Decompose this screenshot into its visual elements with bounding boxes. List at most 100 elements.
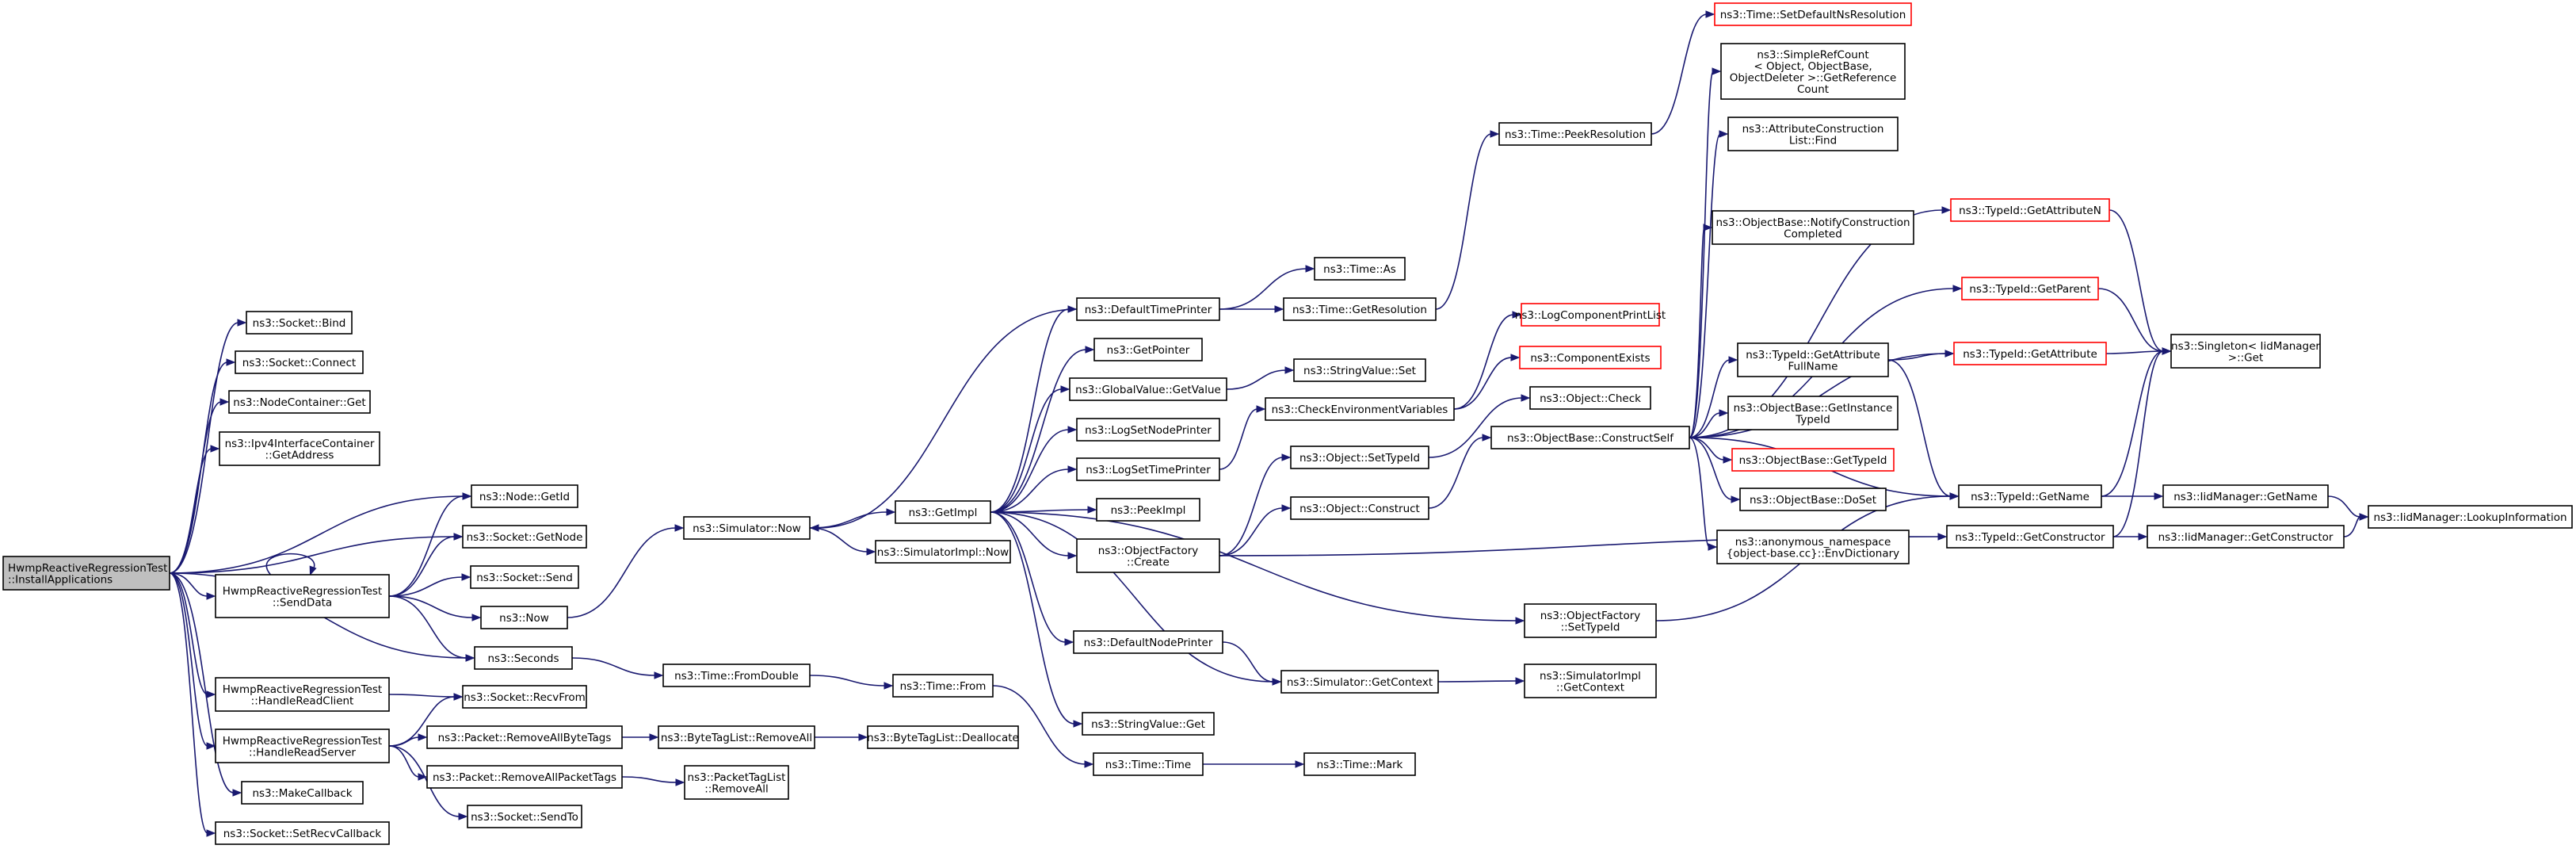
node-label: ::GetAddress xyxy=(265,449,334,461)
node-stringValueGet[interactable]: ns3::StringValue::Get xyxy=(1082,712,1215,736)
node-socketGetNode[interactable]: ns3::Socket::GetNode xyxy=(462,525,587,549)
node-checkEnvVars[interactable]: ns3::CheckEnvironmentVariables xyxy=(1265,397,1455,421)
node-logComponentPrintList[interactable]: ns3::LogComponentPrintList xyxy=(1515,303,1666,327)
node-logSetNodePrinter[interactable]: ns3::LogSetNodePrinter xyxy=(1076,418,1220,442)
edge-typeIdGetConstructor-singletonGet xyxy=(2112,347,2172,537)
node-globalValueGetValue[interactable]: ns3::GlobalValue::GetValue xyxy=(1069,377,1227,401)
node-objectFactorySetTypeId[interactable]: ns3::ObjectFactory::SetTypeId xyxy=(1524,603,1657,638)
node-byteTagListRemoveAll[interactable]: ns3::ByteTagList::RemoveAll xyxy=(658,725,815,749)
edge-root-makeCallback xyxy=(169,572,242,797)
node-defaultNodePrinter[interactable]: ns3::DefaultNodePrinter xyxy=(1073,630,1223,654)
node-socketBind[interactable]: ns3::Socket::Bind xyxy=(246,311,353,335)
node-box xyxy=(683,516,811,540)
node-simImplGetContext[interactable]: ns3::SimulatorImpl::GetContext xyxy=(1524,664,1657,698)
node-packetTagListRemoveAll[interactable]: ns3::PacketTagList::RemoveAll xyxy=(684,765,789,800)
node-socketSend[interactable]: ns3::Socket::Send xyxy=(470,565,579,589)
node-typeIdGetName[interactable]: ns3::TypeId::GetName xyxy=(1958,484,2102,508)
node-packetRemoveAllByteTags[interactable]: ns3::Packet::RemoveAllByteTags xyxy=(426,725,623,749)
node-label: ns3::ObjectFactory xyxy=(1540,610,1641,622)
node-byteTagListDeallocate[interactable]: ns3::ByteTagList::Deallocate xyxy=(867,725,1019,749)
node-setRecvCallback[interactable]: ns3::Socket::SetRecvCallback xyxy=(215,821,390,845)
arrow-head xyxy=(1705,10,1715,18)
node-nodeGetId[interactable]: ns3::Node::GetId xyxy=(471,484,578,508)
edge-line xyxy=(571,657,656,676)
node-objectBaseGetTypeId[interactable]: ns3::ObjectBase::GetTypeId xyxy=(1731,448,1895,472)
node-objectBaseConstructSelf[interactable]: ns3::ObjectBase::ConstructSelf xyxy=(1490,426,1690,449)
node-getPointer[interactable]: ns3::GetPointer xyxy=(1093,338,1203,361)
node-envDictionary[interactable]: ns3::anonymous_namespace{object-base.cc}… xyxy=(1716,530,1910,564)
node-iidManagerGetName[interactable]: ns3::IidManager::GetName xyxy=(2162,484,2329,508)
node-timeSetDefaultNsResolution[interactable]: ns3::Time::SetDefaultNsResolution xyxy=(1714,2,1912,26)
node-typeIdGetParent[interactable]: ns3::TypeId::GetParent xyxy=(1961,277,2099,300)
edge-line xyxy=(388,576,464,597)
node-defaultTimePrinter[interactable]: ns3::DefaultTimePrinter xyxy=(1076,297,1220,321)
node-typeIdGetAttributeN[interactable]: ns3::TypeId::GetAttributeN xyxy=(1950,198,2110,222)
node-simImplNow[interactable]: ns3::SimulatorImpl::Now xyxy=(875,540,1011,564)
edge-line xyxy=(990,429,1070,513)
node-box xyxy=(467,805,582,828)
node-timeFrom[interactable]: ns3::Time::From xyxy=(892,674,994,698)
edge-getImpl-defaultNodePrinter xyxy=(990,511,1074,646)
node-ns3Seconds[interactable]: ns3::Seconds xyxy=(474,646,573,670)
node-timeTime[interactable]: ns3::Time::Time xyxy=(1093,752,1204,776)
node-root[interactable]: HwmpReactiveRegressionTest::InstallAppli… xyxy=(2,556,170,591)
node-packetRemoveAllPacketTags[interactable]: ns3::Packet::RemoveAllPacketTags xyxy=(426,765,623,789)
node-label: ns3::SimpleRefCount xyxy=(1757,48,1868,61)
node-objectConstruct[interactable]: ns3::Object::Construct xyxy=(1290,496,1429,520)
node-ipv4GetAddress[interactable]: ns3::Ipv4InterfaceContainer::GetAddress xyxy=(219,431,380,466)
edge-objectBaseConstructSelf-objectBaseDoSet xyxy=(1689,437,1741,503)
node-timeAs[interactable]: ns3::Time::As xyxy=(1314,257,1406,281)
edge-root-handleReadServer xyxy=(169,572,216,750)
node-label: ns3::Socket::Bind xyxy=(253,317,346,330)
node-simpleRefCountGetRef[interactable]: ns3::SimpleRefCount< Object, ObjectBase,… xyxy=(1720,43,1906,100)
node-timeFromDouble[interactable]: ns3::Time::FromDouble xyxy=(662,664,811,687)
edge-defaultTimePrinter-timeAs xyxy=(1219,265,1315,310)
node-iidManagerLookupInfo[interactable]: ns3::IidManager::LookupInformation xyxy=(2368,505,2573,529)
node-timePeekResolution[interactable]: ns3::Time::PeekResolution xyxy=(1498,122,1652,146)
node-timeMark[interactable]: ns3::Time::Mark xyxy=(1303,752,1416,776)
node-socketRecvFrom[interactable]: ns3::Socket::RecvFrom xyxy=(462,685,587,709)
node-singletonGet[interactable]: ns3::Singleton< IidManager>::Get xyxy=(2170,334,2321,369)
node-label: ns3::Now xyxy=(499,612,549,625)
edge-simulatorNow-simImplNow xyxy=(809,527,876,556)
node-box xyxy=(215,574,390,618)
node-logSetTimePrinter[interactable]: ns3::LogSetTimePrinter xyxy=(1076,457,1220,481)
node-componentExists[interactable]: ns3::ComponentExists xyxy=(1519,346,1662,369)
node-stringValueSet[interactable]: ns3::StringValue::Set xyxy=(1293,358,1426,382)
edge-ns3Seconds-timeFromDouble xyxy=(571,657,664,679)
node-label: ns3::NodeContainer::Get xyxy=(233,396,365,409)
arrow-head xyxy=(1719,409,1729,417)
node-socketSendTo[interactable]: ns3::Socket::SendTo xyxy=(467,805,582,828)
node-objectFactoryCreate[interactable]: ns3::ObjectFactory::Create xyxy=(1076,538,1220,573)
node-typeIdGetConstructor[interactable]: ns3::TypeId::GetConstructor xyxy=(1946,525,2114,549)
node-label: FullName xyxy=(1788,360,1838,373)
node-objectSetTypeId[interactable]: ns3::Object::SetTypeId xyxy=(1290,446,1429,469)
node-box xyxy=(1093,752,1204,776)
node-handleReadClient[interactable]: HwmpReactiveRegressionTest::HandleReadCl… xyxy=(215,677,390,712)
arrow-head xyxy=(1944,350,1955,358)
node-ns3Now[interactable]: ns3::Now xyxy=(480,606,568,629)
node-simulatorNow[interactable]: ns3::Simulator::Now xyxy=(683,516,811,540)
node-makeCallback[interactable]: ns3::MakeCallback xyxy=(241,781,364,805)
node-getImpl[interactable]: ns3::GetImpl xyxy=(895,500,991,524)
node-handleReadServer[interactable]: HwmpReactiveRegressionTest::HandleReadSe… xyxy=(215,729,390,763)
node-typeIdGetAttribute[interactable]: ns3::TypeId::GetAttribute xyxy=(1953,342,2107,365)
node-objectBaseDoSet[interactable]: ns3::ObjectBase::DoSet xyxy=(1739,488,1887,511)
node-box xyxy=(1714,2,1912,26)
node-nodeContainerGet[interactable]: ns3::NodeContainer::Get xyxy=(228,390,371,414)
edge-getImpl-globalValueGetValue xyxy=(990,385,1070,513)
node-label: ::HandleReadServer xyxy=(249,746,356,759)
node-sendData[interactable]: HwmpReactiveRegressionTest::SendData xyxy=(215,574,390,618)
node-box xyxy=(1082,712,1215,736)
edge-line xyxy=(1437,680,1517,683)
node-objectCheck[interactable]: ns3::Object::Check xyxy=(1529,386,1651,410)
node-simulatorGetContext[interactable]: ns3::Simulator::GetContext xyxy=(1280,670,1439,694)
node-peekImpl[interactable]: ns3::PeekImpl xyxy=(1096,498,1200,522)
node-notifyConstructionCompleted[interactable]: ns3::ObjectBase::NotifyConstructionCompl… xyxy=(1712,210,1914,245)
node-timeGetResolution[interactable]: ns3::Time::GetResolution xyxy=(1283,297,1437,321)
node-socketConnect[interactable]: ns3::Socket::Connect xyxy=(235,350,364,374)
node-iidManagerGetConstructor[interactable]: ns3::IidManager::GetConstructor xyxy=(2147,525,2345,549)
